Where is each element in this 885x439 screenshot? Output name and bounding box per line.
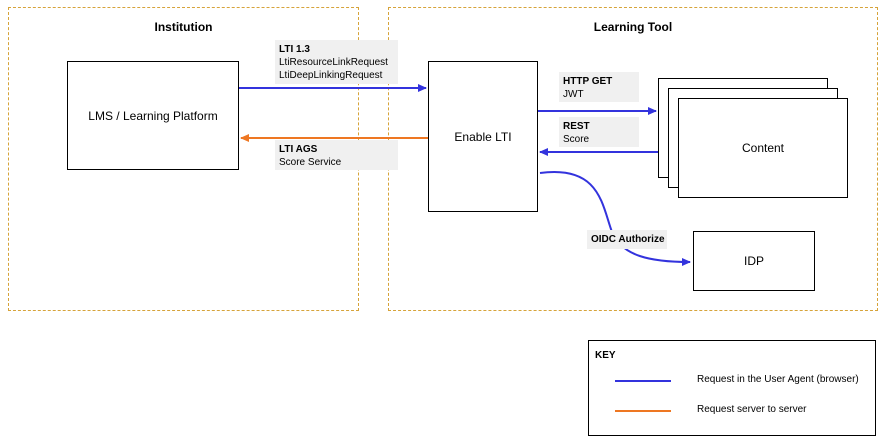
institution-zone-title: Institution — [154, 20, 213, 34]
edge-http-get-title: HTTP GET — [563, 76, 613, 87]
legend-item-browser: Request in the User Agent (browser) — [589, 373, 875, 387]
legend-label-server: Request server to server — [697, 404, 807, 415]
edge-lti-ags-line1: Score Service — [279, 157, 342, 168]
legend-label-browser: Request in the User Agent (browser) — [697, 374, 859, 385]
edge-oidc-label: OIDC Authorize — [587, 230, 667, 249]
lms-node: LMS / Learning Platform — [67, 61, 239, 170]
content-node: Content — [678, 98, 848, 198]
edge-lti-ags-label: LTI AGS Score Service — [275, 140, 398, 170]
legend-swatch-server — [615, 410, 671, 412]
legend: KEY Request in the User Agent (browser) … — [588, 340, 876, 436]
edge-rest-line1: Score — [563, 134, 590, 145]
enable-lti-node: Enable LTI — [428, 61, 538, 212]
edge-rest-title: REST — [563, 121, 590, 132]
edge-http-get-line1: JWT — [563, 89, 584, 100]
edge-http-get-label: HTTP GET JWT — [559, 72, 639, 102]
edge-rest-label: REST Score — [559, 117, 639, 147]
edge-oidc-title: OIDC Authorize — [591, 234, 665, 245]
legend-item-server: Request server to server — [589, 403, 875, 417]
lms-node-label: LMS / Learning Platform — [88, 108, 218, 123]
legend-title: KEY — [595, 350, 616, 361]
edge-lti13-line2: LtiDeepLinkingRequest — [279, 70, 383, 81]
idp-node-label: IDP — [743, 254, 764, 268]
legend-swatch-browser — [615, 380, 671, 382]
enable-lti-node-label: Enable LTI — [454, 129, 512, 144]
learning-tool-zone-title: Learning Tool — [593, 20, 673, 34]
edge-lti13-label: LTI 1.3 LtiResourceLinkRequest LtiDeepLi… — [275, 40, 398, 84]
edge-lti-ags-title: LTI AGS — [279, 144, 318, 155]
idp-node: IDP — [693, 231, 815, 291]
content-node-label: Content — [741, 141, 785, 155]
edge-lti13-title: LTI 1.3 — [279, 44, 310, 55]
edge-lti13-line1: LtiResourceLinkRequest — [279, 57, 388, 68]
